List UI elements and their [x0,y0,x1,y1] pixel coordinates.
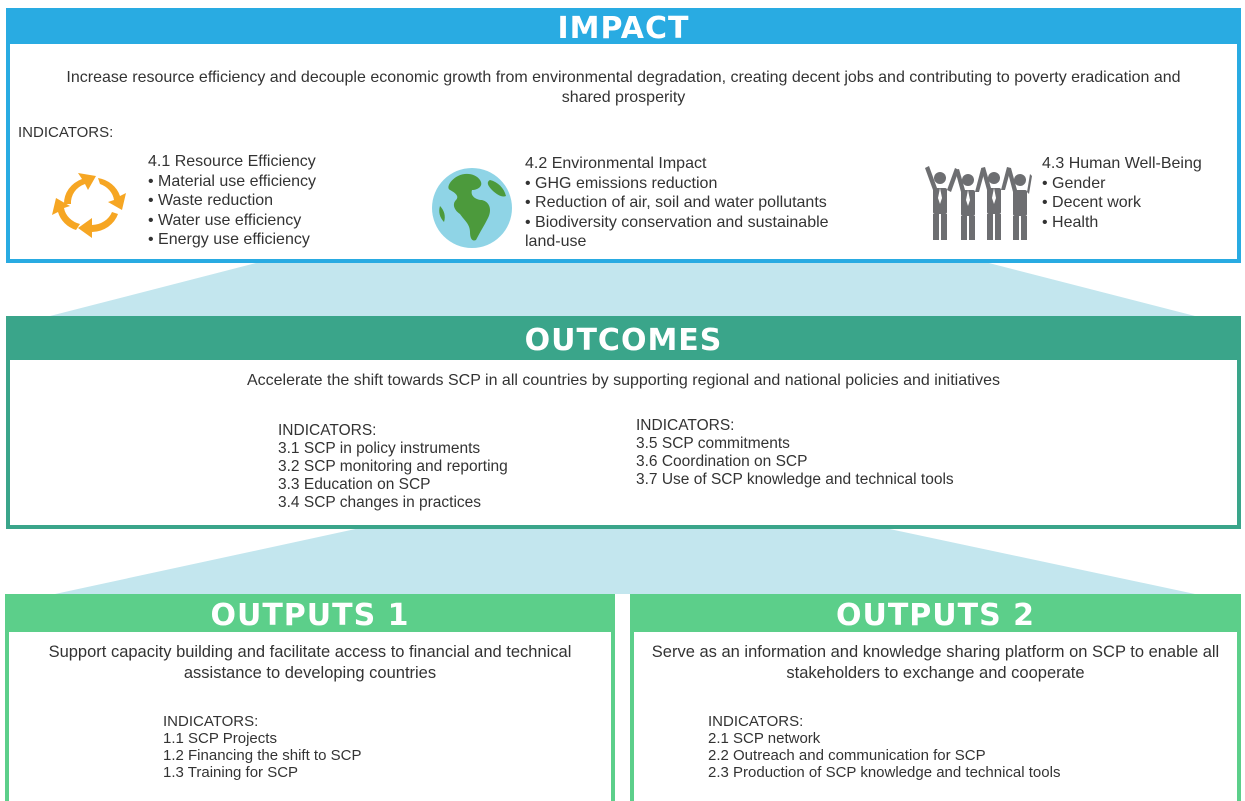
outcomes-indicators-col-1: INDICATORS: 3.1 SCP in policy instrument… [278,422,508,512]
outcomes-panel: OUTCOMES Accelerate the shift towards SC… [6,316,1241,529]
indicator-item: 1.3 Training for SCP [163,764,299,781]
indicator-group-title: 4.3 Human Well-Being [1042,155,1202,172]
indicator-item: • Decent work [1042,194,1141,211]
indicator-item: • Reduction of air, soil and water pollu… [525,194,827,211]
indicator-group-4-3: 4.3 Human Well-Being • Gender • Decent w… [1042,154,1202,232]
globe-icon [432,168,512,248]
indicator-group-title: 4.2 Environmental Impact [525,155,707,172]
indicator-item: • Biodiversity conservation and sustaina… [525,213,829,231]
indicator-item: • GHG emissions reduction [525,174,718,192]
outputs-1-title: OUTPUTS 1 [9,598,611,633]
indicator-item: 3.5 SCP commitments [636,435,790,452]
indicator-item: land-use [525,233,587,250]
indicators-label: INDICATORS: [708,713,804,730]
indicator-item: • Waste reduction [148,192,274,209]
recycle-arrows-icon [52,173,126,238]
outputs-1-indicators: INDICATORS: 1.1 SCP Projects 1.2 Financi… [163,713,361,781]
indicators-label: INDICATORS: [278,422,377,439]
indicator-group-4-2: 4.2 Environmental Impact • GHG emissions… [525,154,829,252]
outputs-2-indicators: INDICATORS: 2.1 SCP network 2.2 Outreach… [708,713,1060,781]
indicator-item: 3.4 SCP changes in practices [278,494,482,511]
indicator-item: • Energy use efficiency [148,231,310,248]
outputs-2-panel: OUTPUTS 2 Serve as an information and kn… [630,594,1241,801]
outputs-1-description: Support capacity building and facilitate… [48,643,572,682]
impact-title: IMPACT [10,12,1237,46]
impact-indicators-label: INDICATORS: [18,124,114,141]
indicators-label: INDICATORS: [163,713,259,730]
indicator-item: • Water use efficiency [148,211,302,229]
indicator-item: • Health [1042,213,1099,231]
outcomes-description: Accelerate the shift towards SCP in all … [246,372,1001,389]
outputs-1-panel: OUTPUTS 1 Support capacity building and … [5,594,615,801]
funnel-impact-to-outcomes [50,262,1195,316]
indicator-item: 3.3 Education on SCP [278,476,431,493]
outcomes-indicators-col-2: INDICATORS: 3.5 SCP commitments 3.6 Coor… [636,417,954,489]
people-celebrating-icon [925,166,1032,240]
indicator-item: 3.1 SCP in policy instruments [278,440,481,457]
outcomes-title: OUTCOMES [10,320,1237,360]
indicator-item: • Material use efficiency [148,172,317,190]
indicator-item: 3.6 Coordination on SCP [636,453,808,470]
indicators-label: INDICATORS: [636,417,735,434]
indicator-item: • Gender [1042,174,1106,192]
indicator-group-title: 4.1 Resource Efficiency [148,153,316,170]
indicator-item: 2.3 Production of SCP knowledge and tech… [708,764,1061,781]
outputs-2-title: OUTPUTS 2 [634,598,1237,633]
funnel-outcomes-to-outputs [55,528,1195,594]
indicator-item: 2.2 Outreach and communication for SCP [708,747,986,764]
indicator-item: 3.7 Use of SCP knowledge and technical t… [636,471,954,488]
indicator-item: 1.1 SCP Projects [163,730,277,747]
indicator-item: 2.1 SCP network [708,730,821,747]
indicator-group-4-1: 4.1 Resource Efficiency • Material use e… [148,152,316,250]
indicator-item: 1.2 Financing the shift to SCP [163,747,362,764]
impact-panel: IMPACT Increase resource efficiency and … [6,8,1241,263]
indicator-item: 3.2 SCP monitoring and reporting [278,458,508,475]
outputs-2-description: Serve as an information and knowledge sh… [651,643,1220,682]
impact-description: Increase resource efficiency and decoupl… [66,69,1181,106]
